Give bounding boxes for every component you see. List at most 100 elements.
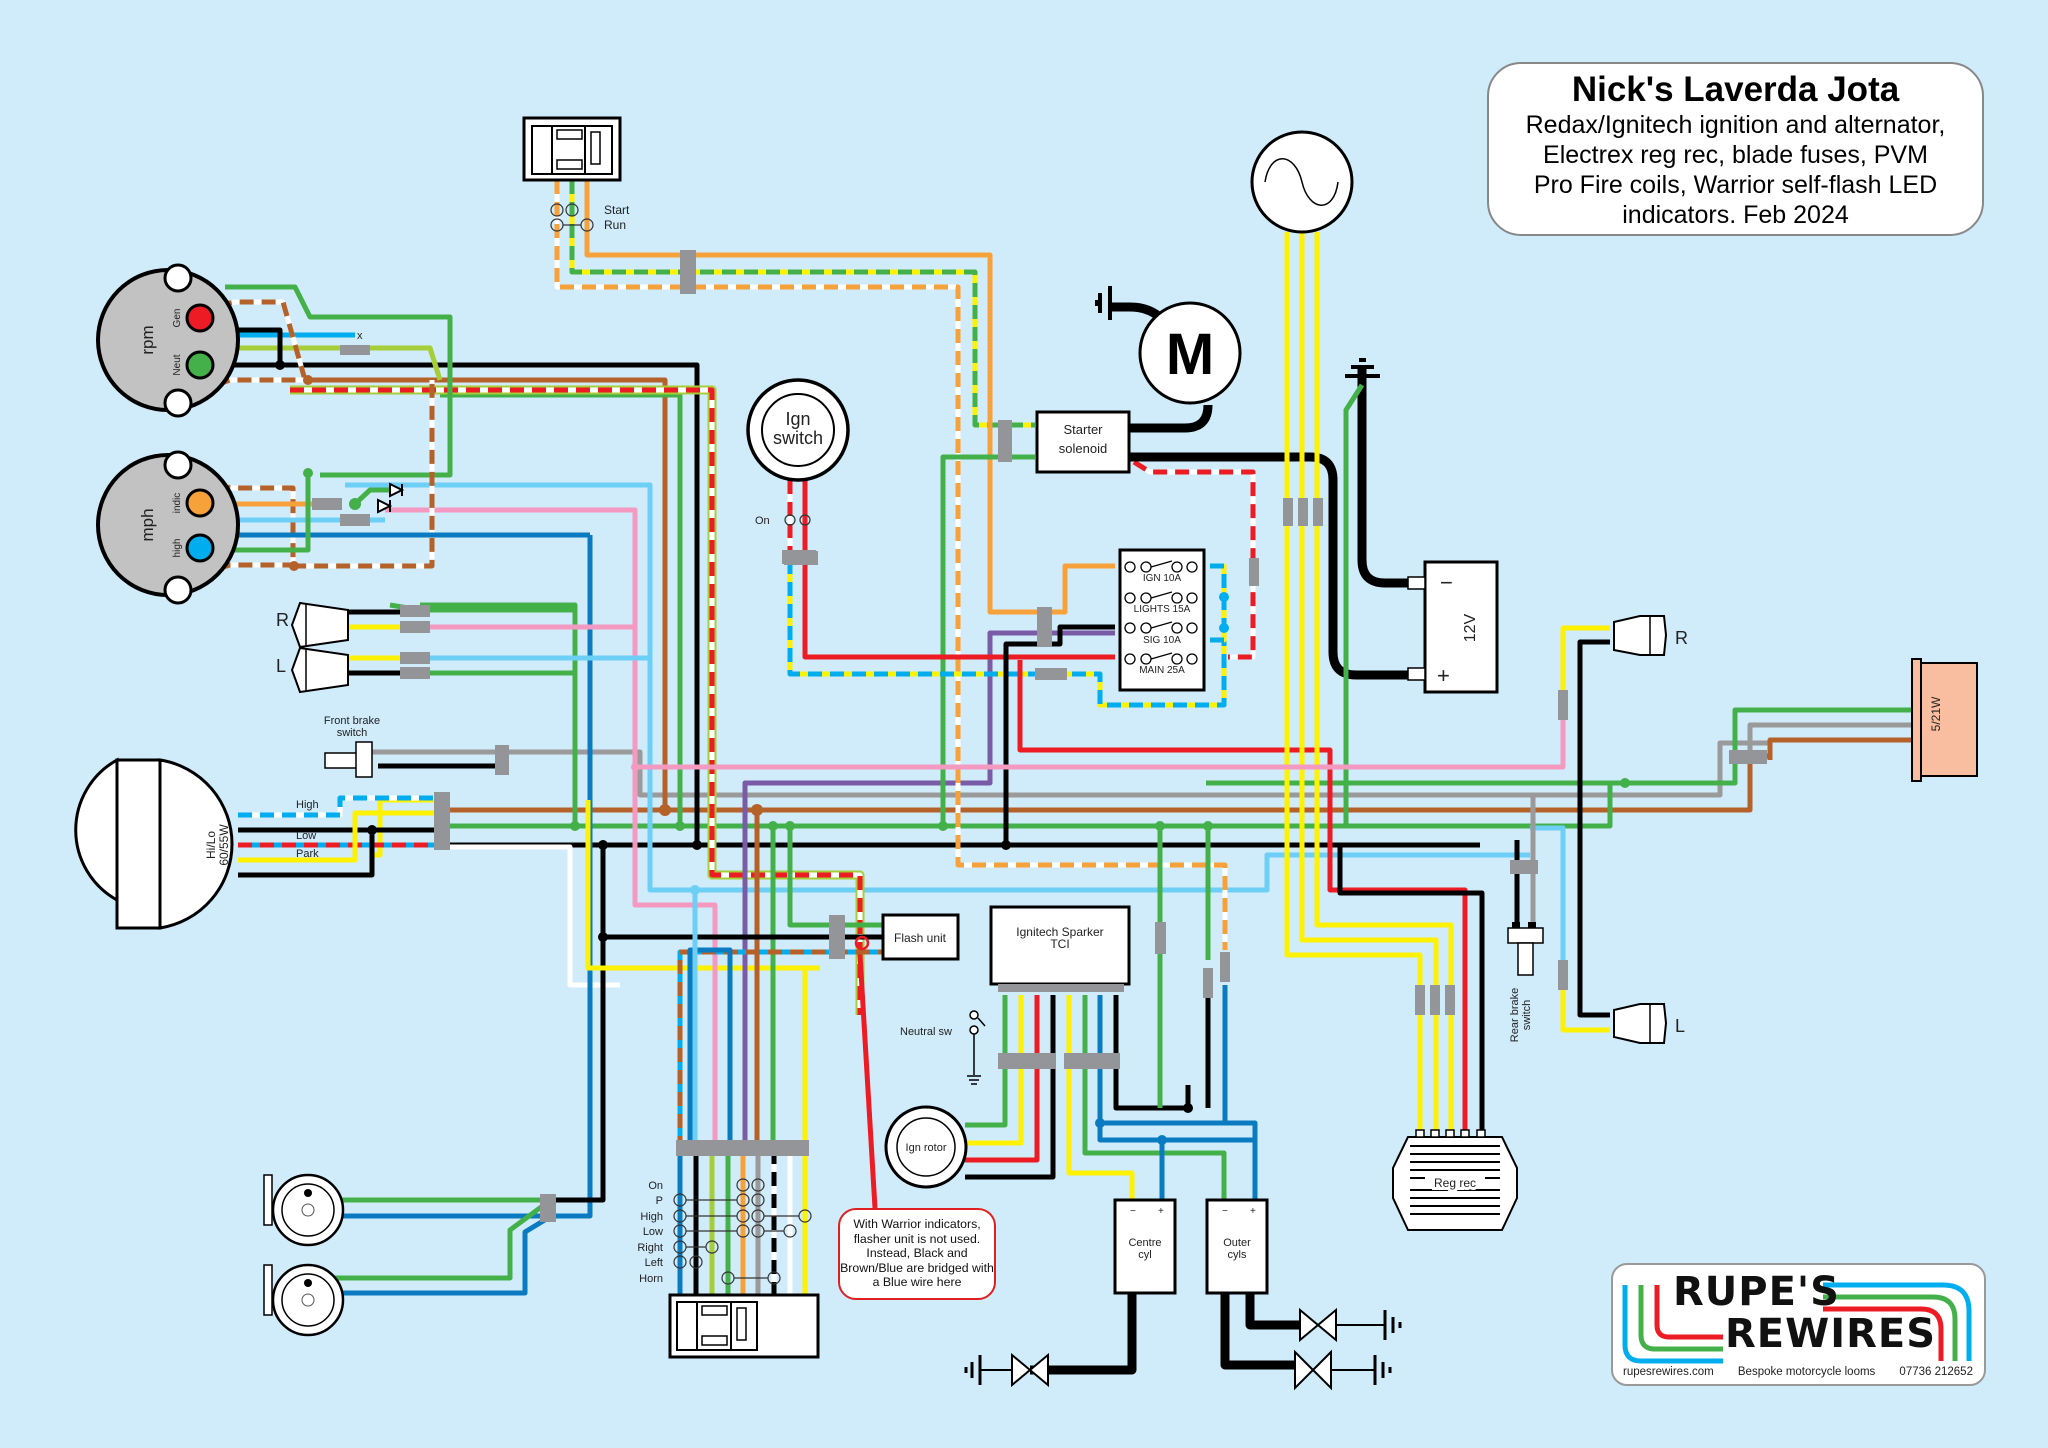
logo-website[interactable]: rupesrewires.com bbox=[1623, 1366, 1714, 1378]
pos-left: Left bbox=[645, 1257, 663, 1269]
high-beam-label: High bbox=[296, 799, 319, 811]
starter-solenoid: Starter solenoid bbox=[1035, 410, 1131, 474]
ignitech-tci: Ignitech Sparker TCI bbox=[989, 905, 1131, 992]
wire-red-ign bbox=[802, 480, 1115, 660]
wire-green-rpm bbox=[225, 284, 453, 478]
headlight: Hi/Lo 60/55W High Low Park bbox=[74, 757, 319, 930]
wire-green-rear-ind bbox=[1206, 707, 1920, 786]
warrior-indicator-note: With Warrior indicators, flasher unit is… bbox=[838, 1208, 996, 1300]
subtitle-line-2: Electrex reg rec, blade fuses, PVM bbox=[1543, 141, 1928, 169]
diode-icon bbox=[377, 498, 393, 514]
earth-icon bbox=[1345, 358, 1380, 378]
rpm-terminal-top bbox=[163, 263, 193, 293]
wire-brown-white-mph2 bbox=[174, 562, 295, 585]
reg-rec: Reg rec bbox=[1392, 1129, 1518, 1231]
connector bbox=[680, 250, 696, 294]
reg-rec-label: Reg rec bbox=[1434, 1176, 1476, 1190]
ac-wave-icon bbox=[1264, 158, 1339, 206]
coil-centre: − + Centre cyl bbox=[1113, 1198, 1177, 1295]
wire-black-rear-ind bbox=[1577, 639, 1610, 1018]
battery-voltage: 12V bbox=[1462, 613, 1479, 642]
connector bbox=[1558, 960, 1568, 990]
alternator bbox=[1250, 130, 1354, 234]
cable-battery-earth bbox=[1357, 365, 1408, 588]
wire-yellow-alt-1 bbox=[1284, 232, 1423, 1130]
wire-orange-white-start bbox=[554, 180, 1228, 950]
indic-terminal bbox=[185, 488, 215, 518]
ign-rotor: Ign rotor bbox=[884, 1105, 968, 1189]
wire-green-flash bbox=[787, 826, 885, 928]
connector bbox=[495, 745, 509, 775]
wire-tci-green2 bbox=[1082, 995, 1227, 1200]
connector bbox=[400, 652, 430, 664]
wire-blue-loop bbox=[687, 947, 733, 1150]
run-label: Run bbox=[604, 218, 626, 232]
wire-green-v2 bbox=[440, 392, 683, 826]
connector bbox=[434, 792, 450, 850]
pos-horn: Horn bbox=[639, 1273, 663, 1285]
wire-tci-yellow bbox=[965, 995, 1024, 1146]
logo-tagline: Bespoke motorcycle looms bbox=[1737, 1366, 1876, 1378]
wires bbox=[174, 180, 1920, 1375]
wire-blue-yellow-fuse bbox=[1210, 563, 1227, 643]
front-left-indicator bbox=[290, 646, 349, 694]
wire-tci-black2 bbox=[1113, 995, 1191, 1111]
front-indicators: R L bbox=[276, 601, 349, 694]
wire-blue-horn2 bbox=[320, 1215, 550, 1296]
logo-phone: 07736 212652 bbox=[1899, 1366, 1973, 1378]
coil-pos: + bbox=[1250, 1206, 1256, 1217]
rear-right-label: R bbox=[1675, 628, 1688, 648]
coil-neg: − bbox=[1130, 1206, 1136, 1217]
wire-brown-blue-flash bbox=[677, 949, 885, 1150]
connector bbox=[340, 514, 370, 526]
fuse-ign: IGN 10A bbox=[1143, 573, 1182, 584]
ign-on-label: On bbox=[755, 515, 770, 527]
connector bbox=[1249, 558, 1259, 586]
wire-yellow-rear-l bbox=[1560, 985, 1610, 1033]
connector bbox=[312, 498, 342, 510]
fuse-main: MAIN 25A bbox=[1139, 665, 1185, 676]
tail-light-label: 5/21W bbox=[1929, 696, 1943, 731]
wire-trace-base bbox=[677, 949, 885, 1150]
wire-tci-yellow2 bbox=[1066, 995, 1135, 1200]
wire-purple-v bbox=[742, 630, 1115, 1150]
connectors bbox=[312, 250, 1767, 1222]
battery: − + 12V bbox=[1345, 358, 1499, 694]
fuse-sig: SIG 10A bbox=[1143, 635, 1181, 646]
ht-lead-outer-1 bbox=[1220, 1290, 1300, 1370]
ht-lead-centre bbox=[1030, 1290, 1137, 1375]
wire-lightblue-rear-l bbox=[1530, 825, 1566, 960]
horn-2 bbox=[263, 1263, 345, 1337]
starter-motor: M bbox=[1095, 286, 1242, 405]
spark-plug-icon bbox=[964, 1352, 1049, 1388]
wire-tci-blue bbox=[1097, 995, 1258, 1200]
connector bbox=[1558, 690, 1568, 720]
logo-line-1: RUPE'S bbox=[1673, 1269, 1840, 1315]
coil-label: Outer bbox=[1223, 1237, 1251, 1249]
title-box: Nick's Laverda Jota Redax/Ignitech ignit… bbox=[1487, 62, 1984, 236]
mph-label: mph bbox=[138, 508, 157, 541]
wire-blue-v bbox=[530, 535, 593, 1219]
flash-unit-label: Flash unit bbox=[894, 931, 947, 945]
connector bbox=[1510, 860, 1538, 874]
wire-white-main bbox=[440, 844, 620, 988]
motor-label: M bbox=[1166, 322, 1214, 387]
battery-pos: + bbox=[1437, 663, 1450, 688]
wire-pink-v bbox=[385, 507, 718, 1140]
wire-lightblue-v bbox=[345, 482, 1530, 893]
connector bbox=[340, 345, 370, 355]
pos-p: P bbox=[656, 1195, 663, 1207]
handlebar-switch: On P High Low Right Left Horn bbox=[637, 1178, 820, 1359]
headlight-label-2: 60/55W bbox=[217, 824, 231, 866]
wire-green-yellow-start bbox=[569, 180, 1035, 428]
connector bbox=[829, 915, 845, 959]
rear-left-indicator bbox=[1613, 1003, 1668, 1044]
park-label: Park bbox=[296, 848, 319, 860]
wire-blue-white-high bbox=[238, 795, 440, 818]
neutral-sw-label: Neutral sw bbox=[900, 1026, 952, 1038]
connector bbox=[1035, 668, 1067, 680]
ht-lead-outer-2 bbox=[1245, 1290, 1310, 1330]
rpm-terminal-bottom bbox=[163, 388, 193, 418]
coil-label: cyl bbox=[1138, 1249, 1151, 1261]
